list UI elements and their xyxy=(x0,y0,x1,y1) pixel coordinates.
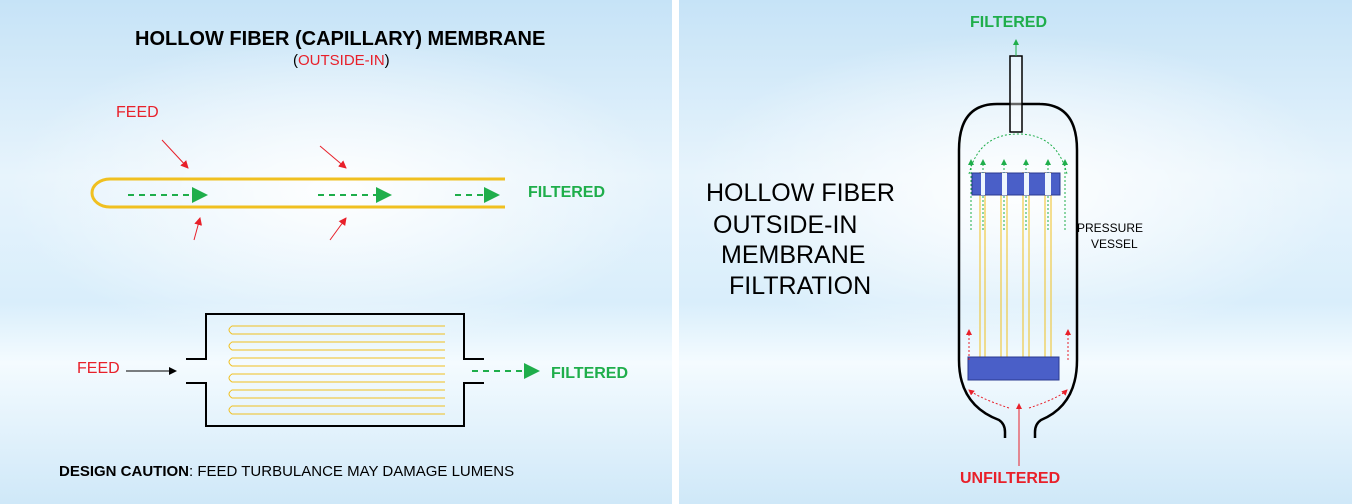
pressure-label: PRESSURE xyxy=(1077,221,1144,235)
feed-arrow xyxy=(329,217,347,241)
subtitle: (OUTSIDE-IN) xyxy=(293,52,390,69)
subtitle-paren: ) xyxy=(384,52,390,69)
top-tube-openings xyxy=(981,173,1051,195)
page-title: HOLLOW FIBER (CAPILLARY) MEMBRANE xyxy=(135,28,546,50)
vessel-label: VESSEL xyxy=(1091,237,1138,251)
subtitle-paren: ( xyxy=(293,52,298,69)
caution-label: DESIGN CAUTION xyxy=(59,463,190,480)
right-panel: HOLLOW FIBER OUTSIDE-IN MEMBRANE FILTRAT… xyxy=(679,0,1352,504)
design-caution: DESIGN CAUTION: FEED TURBULANCE MAY DAMA… xyxy=(59,463,514,480)
unfiltered-flow-arrows xyxy=(966,329,1071,409)
hollow-fiber xyxy=(90,177,505,209)
unfiltered-label: UNFILTERED xyxy=(960,470,1061,487)
heading-line: FILTRATION xyxy=(729,272,872,300)
heading-line: OUTSIDE-IN xyxy=(713,211,858,239)
subtitle-outside-in: OUTSIDE-IN xyxy=(298,52,385,69)
left-diagram xyxy=(90,139,540,427)
right-diagram xyxy=(957,39,1079,466)
collector-dome xyxy=(968,133,1068,175)
module-fibers xyxy=(228,325,445,415)
top-tube-sheet xyxy=(971,172,1061,196)
feed-label-bottom: FEED xyxy=(77,360,120,377)
feed-arrow xyxy=(319,145,347,169)
feed-arrow xyxy=(193,217,203,241)
feed-label-top: FEED xyxy=(116,104,159,121)
filtered-label-bottom: FILTERED xyxy=(551,365,629,382)
heading-line: MEMBRANE xyxy=(721,241,866,269)
filtered-label-top: FILTERED xyxy=(528,184,606,201)
caution-text: : FEED TURBULANCE MAY DAMAGE LUMENS xyxy=(189,463,515,480)
vessel-fibers xyxy=(979,172,1052,360)
filtered-label: FILTERED xyxy=(970,14,1048,31)
left-panel: HOLLOW FIBER (CAPILLARY) MEMBRANE (OUTSI… xyxy=(0,0,672,504)
outlet-pipe xyxy=(1009,55,1023,133)
heading-line: HOLLOW FIBER xyxy=(706,179,895,207)
feed-arrow xyxy=(161,139,189,169)
bottom-tube-sheet xyxy=(967,356,1060,381)
pressure-vessel xyxy=(957,102,1079,438)
module-housing xyxy=(186,313,484,427)
